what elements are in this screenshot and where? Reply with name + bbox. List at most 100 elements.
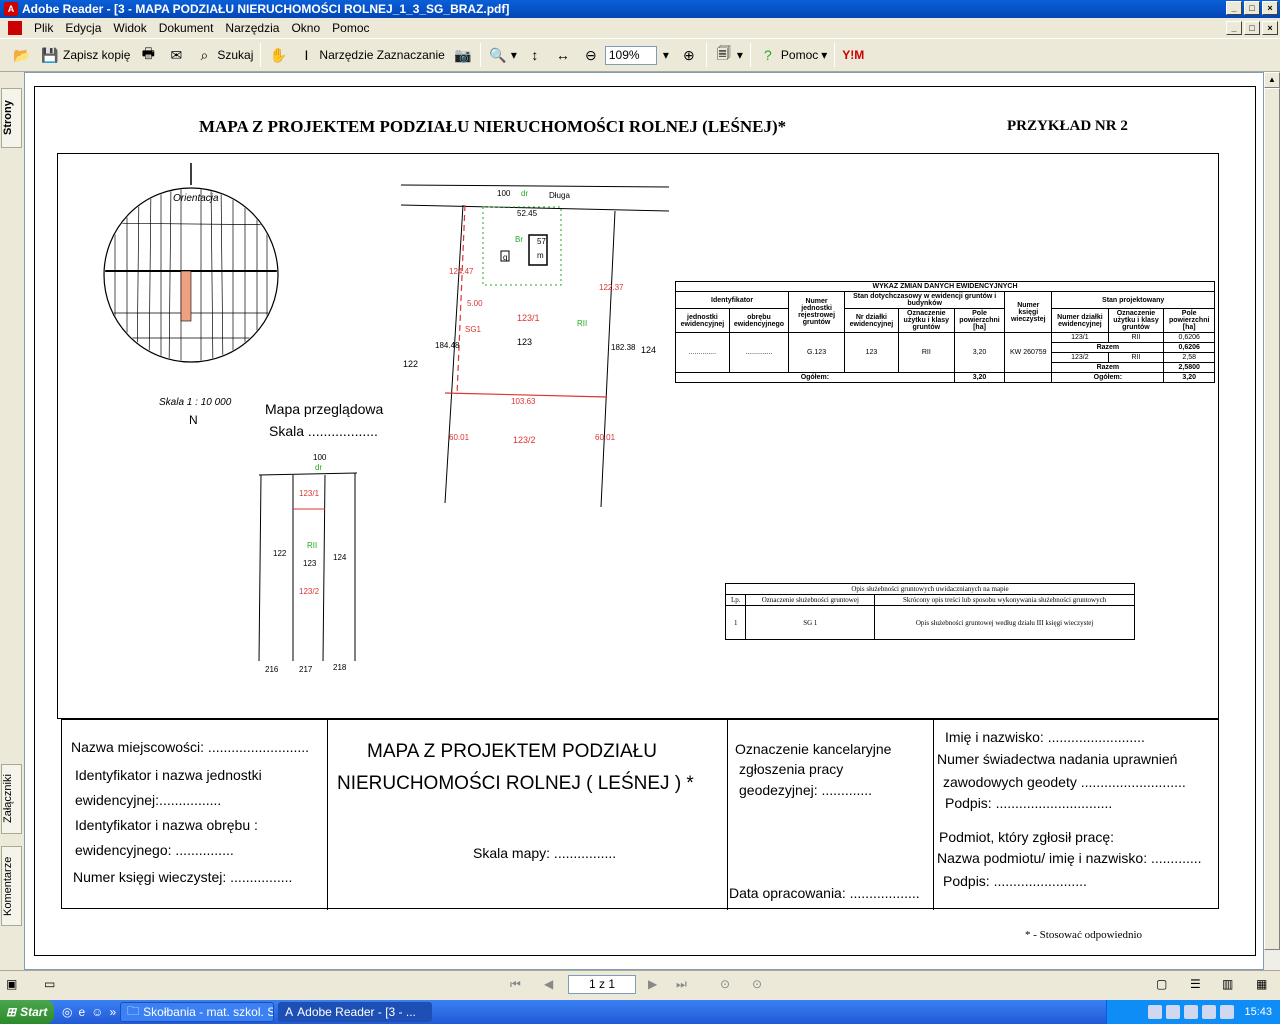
quicklaunch-ie-icon[interactable]: e [78,1005,86,1019]
road-dr: dr [521,189,529,198]
yahoo-messenger-button[interactable]: Y!M [838,42,868,68]
ident-jedn-1: Identyfikator i nazwa jednostki [75,767,262,783]
yahoo-messenger-icon: Y!M [842,48,865,62]
title-block-col3 [728,720,934,910]
ewid-r1-pole: 0,6206 [1163,332,1215,343]
antivirus-icon[interactable] [1220,1005,1235,1019]
opis-r-lp: 1 [724,605,747,640]
email-button[interactable]: ✉ [162,42,190,68]
zoom-in-button[interactable]: ⊕ [675,42,703,68]
continuous-facing-icon[interactable]: ▦ [1256,977,1268,991]
doc-close-button[interactable]: × [1262,21,1278,35]
doc-restore-button[interactable]: □ [1244,21,1260,35]
overview-scale-label: Skala .................. [269,423,378,439]
footer-title-1: MAPA Z PROJEKTEM PODZIAŁU [367,741,657,762]
tab-strony[interactable]: Strony [1,88,22,148]
menu-pomoc[interactable]: Pomoc [332,21,370,35]
thumbnail-icon[interactable]: ▭ [44,977,56,991]
hand-tool-button[interactable]: ✋ [264,42,292,68]
zoom-dropdown-icon[interactable]: ▾ [662,48,669,62]
pdf-document-icon[interactable] [8,21,22,35]
go-forward-icon[interactable]: ⊙ [752,977,763,991]
opis-h-lp: Lp. [724,594,747,606]
quicklaunch-gg-icon[interactable]: ☺ [91,1005,104,1019]
help-button[interactable]: ?Pomoc▾ [754,42,831,68]
zoom-input[interactable]: 109% [604,45,657,65]
ewid-ogolem2-val: 3,20 [1163,372,1215,383]
continuous-icon[interactable]: ☰ [1190,977,1201,991]
podmiot: Podmiot, który zgłosił pracę: [939,829,1115,845]
ewid-dots1: .............. [675,332,730,373]
camera-icon: 📷 [454,46,472,63]
maximize-button[interactable]: □ [1244,1,1260,15]
layers-icon[interactable]: ▣ [6,977,18,991]
next-page-icon[interactable]: ▶ [648,977,658,991]
oznaczenie-1: Oznaczenie kancelaryjne [735,741,892,757]
volume-icon[interactable] [1166,1005,1181,1019]
menu-dokument[interactable]: Dokument [158,21,214,35]
facing-icon[interactable]: ▥ [1222,977,1234,991]
oznaczenie-3: geodezyjnej: ............. [739,782,873,798]
menu-plik[interactable]: Plik [34,21,54,35]
parcel-123-1: 123/1 [517,313,540,323]
fit-width-button[interactable]: ↔ [549,42,577,68]
pdf-page: MAPA Z PROJEKTEM PODZIAŁU NIERUCHOMOŚCI … [34,86,1256,956]
search-button[interactable]: ⌕Szukaj [190,42,257,68]
security-icon[interactable] [1184,1005,1199,1019]
tab-zalaczniki[interactable]: Załączniki [1,764,22,834]
zoom-in-tool-button[interactable]: 🔍▾ [484,42,521,68]
first-page-icon[interactable]: ⏮ [510,977,521,991]
zoom-out-button[interactable]: ⊖ [577,42,605,68]
taskbar-task-folder[interactable]: 🗀Skołbania - mat. szkol. S... [120,1002,275,1022]
prev-page-icon[interactable]: ◀ [544,977,554,991]
menu-widok[interactable]: Widok [113,21,147,35]
snapshot-button[interactable]: 📷 [449,42,477,68]
doc-minimize-button[interactable]: _ [1226,21,1242,35]
binoculars-icon: ⌕ [200,46,209,63]
close-button[interactable]: × [1262,1,1278,15]
open-button[interactable]: 📂 [8,42,36,68]
page-number-input[interactable]: 1 z 1 [568,975,636,994]
clock[interactable]: 15:43 [1244,1006,1272,1018]
network-icon[interactable] [1148,1005,1163,1019]
side-panel-tabs: Strony Załączniki Komentarze [0,72,24,970]
dropdown-arrow-icon: ▾ [736,48,743,62]
tab-komentarze[interactable]: Komentarze [1,846,22,926]
rotate-button[interactable]: 🗐▾ [710,42,747,68]
last-page-icon[interactable]: ⏭ [676,977,687,991]
print-button[interactable]: 🖶 [134,42,162,68]
minimize-button[interactable]: _ [1226,1,1242,15]
podpis-1: Podpis: .............................. [945,795,1113,811]
dim-184-48: 184.48 [435,341,460,350]
vertical-scrollbar[interactable]: ▲ [1264,72,1280,970]
scroll-up-icon[interactable]: ▲ [1264,72,1280,88]
start-button[interactable]: ⊞Start [0,1000,54,1024]
ewid-h-identyfikator: Identyfikator [674,291,790,309]
magnifier-icon: 🔍 [489,46,507,63]
oznaczenie-2: zgłoszenia pracy [739,761,844,777]
ewid-ogolem2-label: Ogółem: [1051,372,1165,383]
ewid-razem1: 0,6206 [1163,342,1215,353]
toolbar-separator [479,43,481,67]
save-copy-button[interactable]: 💾Zapisz kopię [36,42,134,68]
update-icon[interactable] [1202,1005,1217,1019]
help-icon: ? [764,47,772,63]
go-back-icon[interactable]: ⊙ [720,977,731,991]
printer-icon: 🖶 [141,45,155,61]
scrollbar-thumb[interactable] [1264,88,1280,950]
menu-narzedzia[interactable]: Narzędzia [225,21,280,35]
single-page-icon[interactable]: ▢ [1156,977,1168,991]
dropdown-arrow-icon: ▾ [510,48,517,62]
quicklaunch-more-icon[interactable]: » [109,1005,117,1019]
road-number: 100 [497,189,511,198]
ov-123-1: 123/1 [299,489,320,498]
actual-size-button[interactable]: ↕ [521,42,549,68]
map-header-title: MAPA Z PROJEKTEM PODZIAŁU NIERUCHOMOŚCI … [199,117,787,136]
opis-r-opis: Opis służebności gruntowej według działu… [874,605,1135,640]
menu-edycja[interactable]: Edycja [65,21,102,35]
quicklaunch-icon[interactable]: ◎ [62,1005,73,1019]
menu-okno[interactable]: Okno [291,21,321,35]
numer-swiadectwa-1: Numer świadectwa nadania uprawnień [937,751,1178,767]
